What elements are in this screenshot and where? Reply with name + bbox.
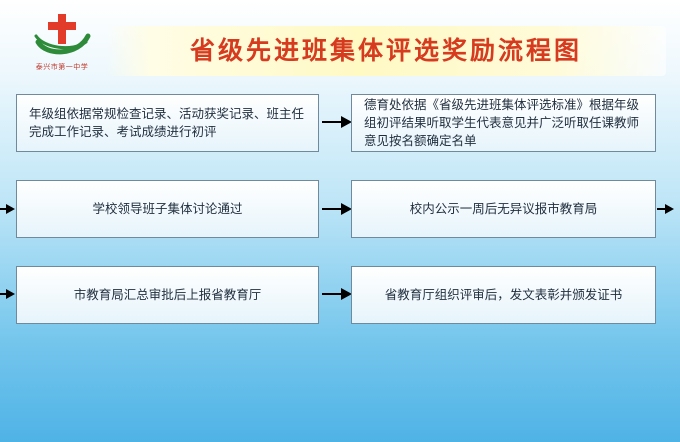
arrow-right-icon — [322, 203, 352, 215]
arrow-right-icon — [322, 288, 352, 300]
school-logo-icon — [34, 14, 91, 55]
school-name: 泰兴市第一中学 — [35, 63, 89, 71]
arrow-in-left-icon — [0, 204, 15, 214]
step-text-6: 省教育厅组织评审后，发文表彰并颁发证书 — [384, 287, 623, 302]
arrow-right-icon — [322, 116, 352, 128]
school-logo: 泰兴市第一中学 — [22, 12, 102, 84]
step-box-5: 市教育局汇总审批后上报省教育厅 — [16, 266, 319, 324]
arrow-out-right-icon — [657, 204, 674, 214]
step-text-4: 校内公示一周后无异议报市教育局 — [409, 201, 598, 216]
step-box-2: 德育处依据《省级先进班集体评选标准》根据年级组初评结果听取学生代表意见并广泛听取… — [351, 94, 656, 152]
page-title: 省级先进班集体评选奖励流程图 — [189, 36, 582, 65]
step-text-1: 年级组依据常规检查记录、活动获奖记录、班主任完成工作记录、考试成绩进行初评 — [29, 106, 305, 139]
step-text-5: 市教育局汇总审批后上报省教育厅 — [73, 287, 262, 302]
step-text-2: 德育处依据《省级先进班集体评选标准》根据年级组初评结果听取学生代表意见并广泛听取… — [364, 97, 640, 148]
arrow-in-left-icon — [0, 289, 15, 299]
step-box-3: 学校领导班子集体讨论通过 — [16, 180, 319, 238]
step-box-6: 省教育厅组织评审后，发文表彰并颁发证书 — [351, 266, 656, 324]
step-text-3: 学校领导班子集体讨论通过 — [92, 201, 243, 216]
step-box-4: 校内公示一周后无异议报市教育局 — [351, 180, 656, 238]
step-box-1: 年级组依据常规检查记录、活动获奖记录、班主任完成工作记录、考试成绩进行初评 — [16, 94, 319, 152]
title-banner: 省级先进班集体评选奖励流程图 — [106, 26, 666, 76]
